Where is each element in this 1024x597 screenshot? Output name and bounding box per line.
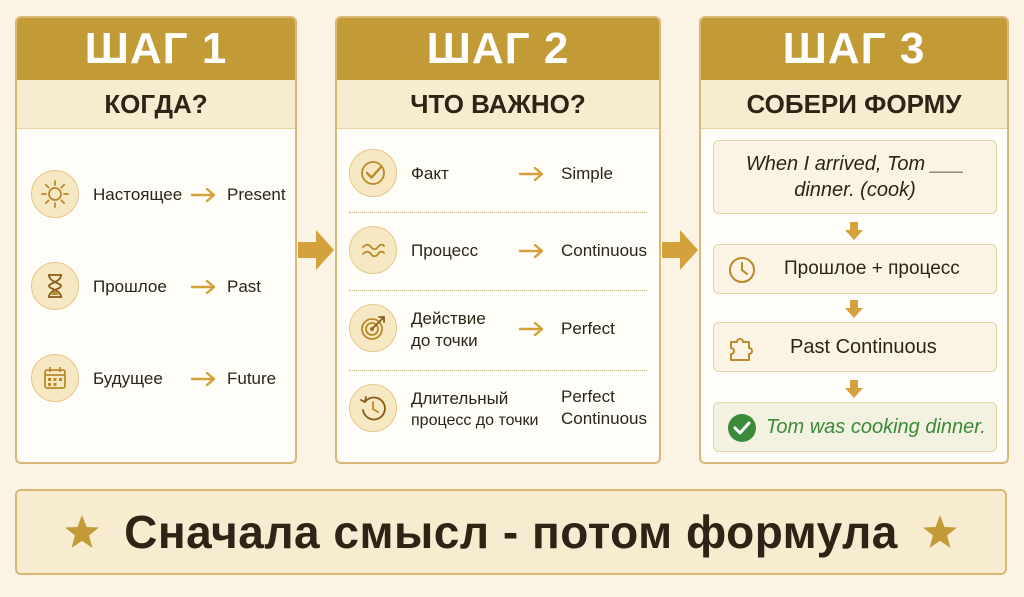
form-text: Past Continuous xyxy=(790,336,937,358)
step-2-label-perfect-2: до точки xyxy=(411,331,478,350)
step-2-target-pc-2: Continuous xyxy=(561,409,648,428)
arrow-down-icon xyxy=(845,300,863,318)
arrow-right-icon xyxy=(519,167,544,181)
clock-icon xyxy=(729,257,755,283)
analysis-text: Прошлое + процесс xyxy=(784,258,960,279)
sun-icon xyxy=(31,170,79,218)
big-arrow-right-icon xyxy=(298,230,334,270)
step-1-label-present: Настоящее xyxy=(93,185,183,204)
form-box: Past Continuous xyxy=(713,322,997,372)
analysis-box: Прошлое + процесс xyxy=(713,244,997,294)
waves-icon xyxy=(349,226,397,274)
step-2-subtitle: ЧТО ВАЖНО? xyxy=(337,80,659,129)
check-circle-icon xyxy=(349,149,397,197)
step-3-card: ШАГ 3 СОБЕРИ ФОРМУ When I arrived, Tom _… xyxy=(699,16,1009,464)
hourglass-icon xyxy=(31,262,79,310)
step-2-label-perfect-1: Действие xyxy=(411,309,486,328)
check-badge-icon xyxy=(728,414,756,442)
step-2-card: ШАГ 2 ЧТО ВАЖНО? Факт Simple Процесс Con… xyxy=(335,16,661,464)
step-1-title: ШАГ 1 xyxy=(17,18,295,80)
step-2-target-perfect: Perfect xyxy=(561,319,615,338)
example-sentence-box: When I arrived, Tom ___ dinner. (cook) xyxy=(713,140,997,214)
puzzle-icon xyxy=(730,338,753,361)
clock-history-icon xyxy=(349,384,397,432)
step-1-target-present: Present xyxy=(227,185,286,204)
arrow-down-icon xyxy=(845,380,863,398)
star-icon xyxy=(65,515,99,548)
step-1-label-past: Прошлое xyxy=(93,277,167,296)
arrow-right-icon xyxy=(191,188,216,202)
step-2-title: ШАГ 2 xyxy=(337,18,659,80)
big-arrow-right-icon xyxy=(662,230,698,270)
step-2-label-pc-2: процесс до точки xyxy=(411,412,539,429)
arrow-down-icon xyxy=(845,222,863,240)
example-line-1: When I arrived, Tom ___ xyxy=(745,153,965,175)
step-2-label-pc-1: Длительный xyxy=(411,389,509,408)
target-icon xyxy=(349,304,397,352)
step-1-target-past: Past xyxy=(227,277,262,296)
step-3-subtitle: СОБЕРИ ФОРМУ xyxy=(701,80,1007,129)
step-1-target-future: Future xyxy=(227,369,277,388)
arrow-right-icon xyxy=(191,372,216,386)
step-1-card: ШАГ 1 КОГДА? Настоящее Present Прошлое P… xyxy=(15,16,297,464)
divider xyxy=(349,212,647,213)
example-line-2: dinner. (cook) xyxy=(794,179,916,201)
arrow-right-icon xyxy=(191,280,216,294)
divider xyxy=(349,370,647,371)
step-2-target-process: Continuous xyxy=(561,241,648,260)
step-2-target-fact: Simple xyxy=(561,164,613,183)
step-1-subtitle: КОГДА? xyxy=(17,80,295,129)
divider xyxy=(349,290,647,291)
step-2-target-pc-1: Perfect xyxy=(561,387,615,406)
calendar-icon xyxy=(31,354,79,402)
answer-text: Tom was cooking dinner. xyxy=(766,416,986,438)
bottom-banner: Сначала смысл - потом формула xyxy=(15,489,1007,575)
star-icon xyxy=(923,515,957,548)
step-3-title: ШАГ 3 xyxy=(701,18,1007,80)
arrow-right-icon xyxy=(519,244,544,258)
answer-box: Tom was cooking dinner. xyxy=(713,402,997,452)
step-1-label-future: Будущее xyxy=(93,369,163,388)
step-2-label-fact: Факт xyxy=(411,164,449,183)
step-2-label-process: Процесс xyxy=(411,241,479,260)
arrow-right-icon xyxy=(519,322,544,336)
banner-text: Сначала смысл - потом формула xyxy=(124,506,898,558)
